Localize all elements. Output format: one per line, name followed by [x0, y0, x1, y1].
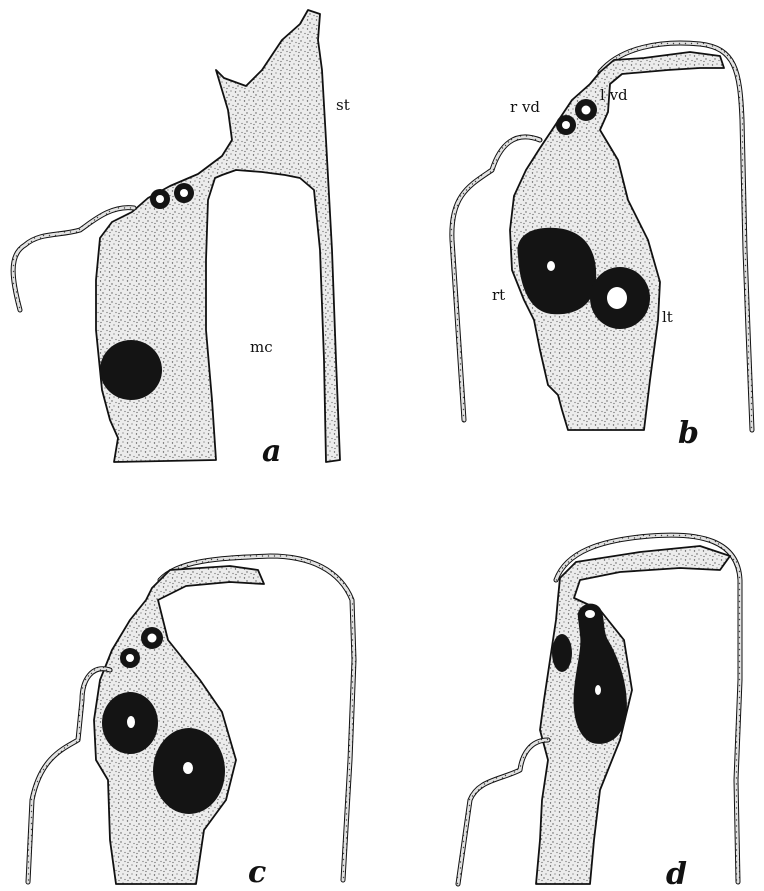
- panel-a-dark-body: [100, 340, 162, 400]
- panel-d-fused-gonad: [574, 604, 627, 744]
- panel-a-label-st: st: [336, 96, 350, 114]
- panel-b-label-lt: lt: [662, 308, 673, 326]
- panel-d-letter: d: [666, 857, 687, 891]
- panel-c-letter: c: [248, 855, 266, 890]
- panel-d-septum-tissue: [536, 546, 730, 884]
- panel-b-label-rt: rt: [492, 286, 505, 304]
- panel-b-label-rvd: r vd: [510, 98, 540, 116]
- panel-b-letter: b: [678, 416, 699, 451]
- panel-b: r vd l vd rt lt b: [452, 43, 752, 451]
- panel-a-letter: a: [262, 434, 281, 469]
- panel-d-small-gonad: [552, 634, 572, 672]
- panel-d: d: [458, 535, 740, 891]
- panel-d-mesentery-strand: [458, 740, 548, 884]
- panel-a: st mc a: [13, 10, 350, 469]
- panel-a-label-mc: mc: [250, 338, 273, 356]
- panel-b-label-lvd: l vd: [600, 86, 628, 104]
- panel-c: c: [28, 556, 354, 890]
